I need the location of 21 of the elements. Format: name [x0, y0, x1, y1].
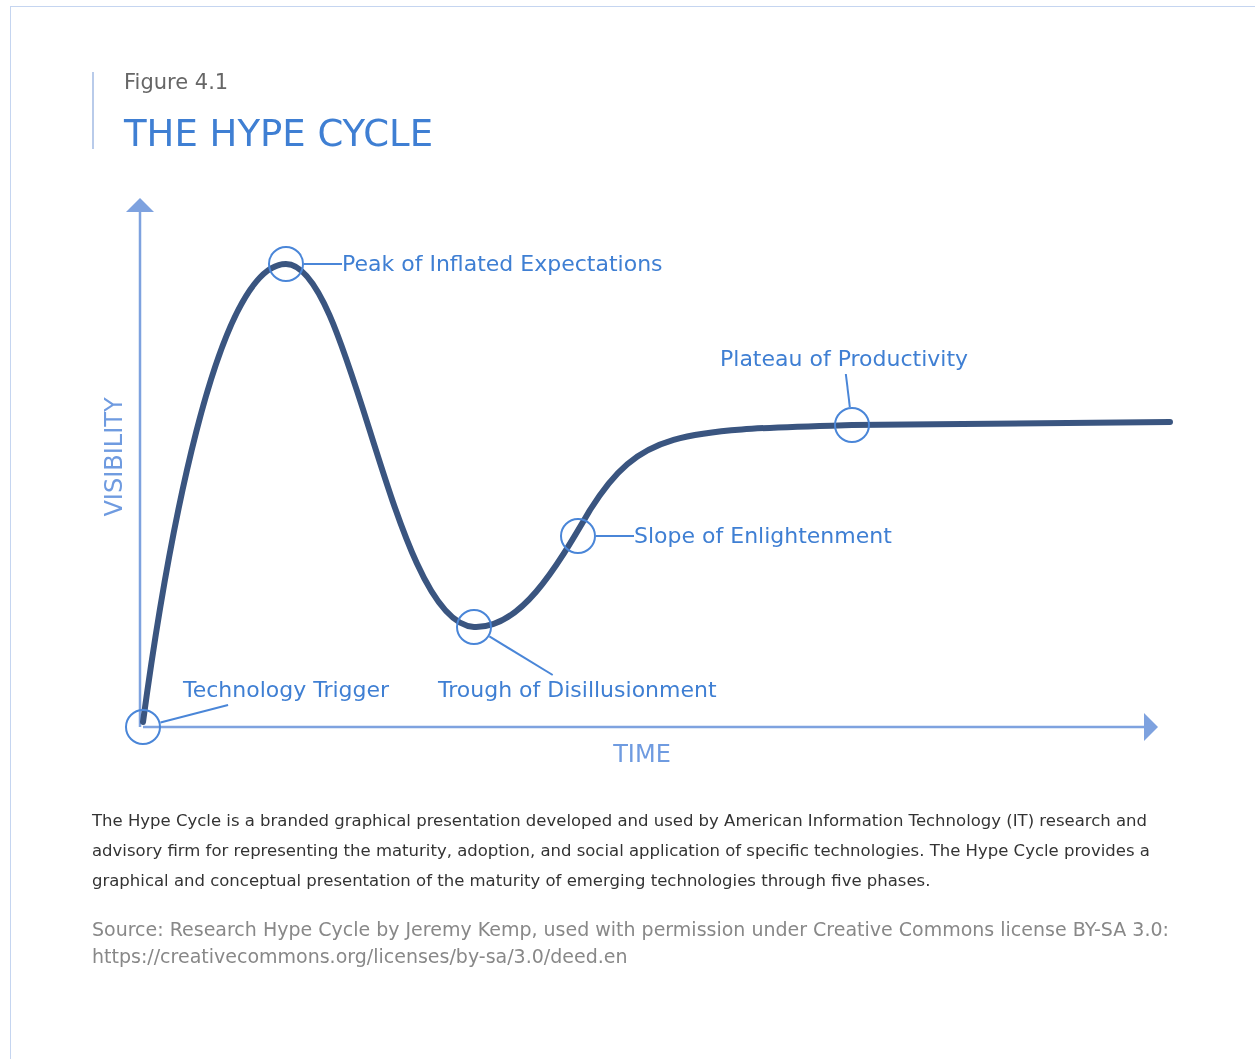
phase-marker [456, 609, 492, 645]
axis-label: VISIBILITY [100, 397, 128, 517]
phase-marker [125, 709, 161, 745]
figure-number: Figure 4.1 [124, 70, 229, 94]
figure-title: THE HYPE CYCLE [124, 112, 434, 155]
phase-label: Slope of Enlightenment [634, 521, 892, 551]
leader-line [303, 263, 343, 265]
phase-label: Peak of Inflated Expectations [342, 249, 663, 279]
phase-label: Plateau of Productivity [720, 344, 969, 374]
leader-line [488, 635, 554, 676]
leader-line [844, 373, 851, 409]
leader-line [595, 535, 635, 537]
phase-label: Technology Trigger [183, 675, 390, 705]
source-note: Source: Research Hype Cycle by Jeremy Kemp, used with permission under Creative Commons license BY-SA 3.0: https://creativecommons.org/licenses/by-sa/3.0/deed.en [92, 917, 1170, 969]
axis-label: TIME [613, 740, 671, 768]
phase-marker [560, 518, 596, 554]
leader-line [159, 704, 230, 724]
caption-text: The Hype Cycle is a branded graphical presentation developed and used by American Information Technology (IT) research and advisory firm for representing the maturity, adoption, and social application of specific technologies. The Hype Cycle provides a graphical and conceptual presentation of the maturity of emerging technologies through five phases. [92, 810, 1151, 892]
phase-marker [268, 246, 304, 282]
phase-marker [834, 407, 870, 443]
phase-label: Trough of Disillusionment [438, 675, 717, 705]
